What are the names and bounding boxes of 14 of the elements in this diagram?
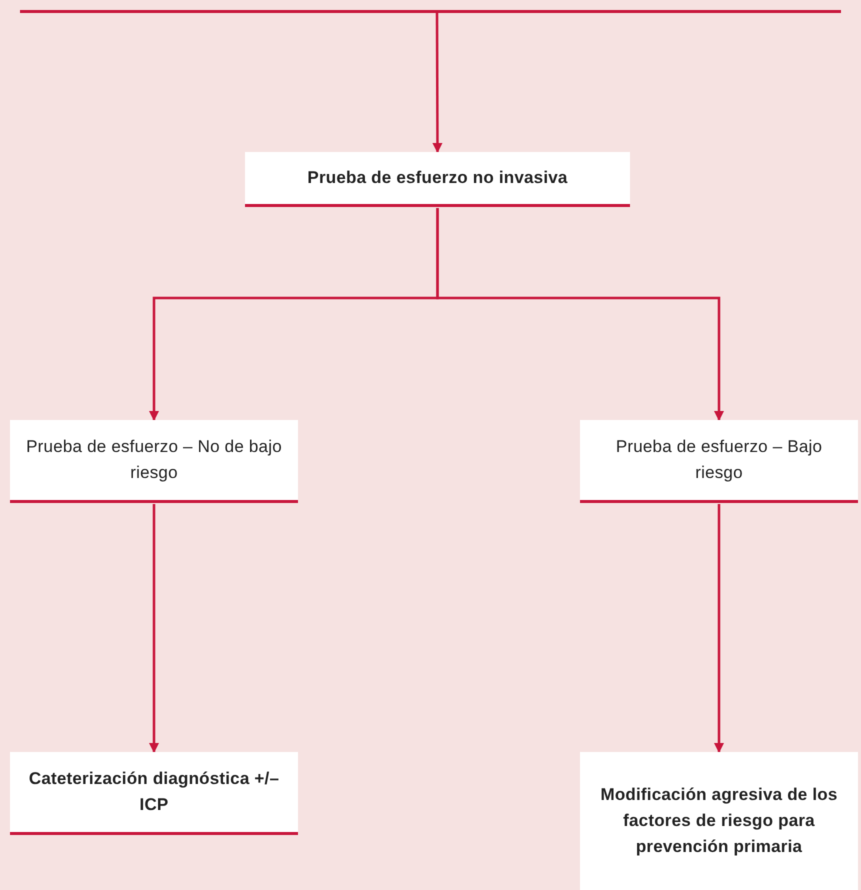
arrow	[149, 504, 159, 753]
box-text: Prueba de esfuerzo – Bajo riesgo	[614, 436, 824, 484]
box-text: Prueba de esfuerzo – No de bajo riesgo	[25, 436, 283, 484]
arrow	[432, 12, 442, 153]
box-text: Prueba de esfuerzo no invasiva	[307, 167, 568, 189]
box-text: Cateterización diagnóstica +/– ICP	[28, 768, 280, 816]
process-box	[245, 152, 630, 207]
arrow	[436, 208, 724, 421]
process-box	[10, 420, 298, 503]
process-box	[580, 752, 858, 890]
process-box	[10, 752, 298, 835]
box-text: Modificación agresiva de los factores de riesgo para prevención primaria	[599, 784, 839, 858]
process-box	[580, 420, 858, 503]
arrow	[714, 504, 724, 753]
